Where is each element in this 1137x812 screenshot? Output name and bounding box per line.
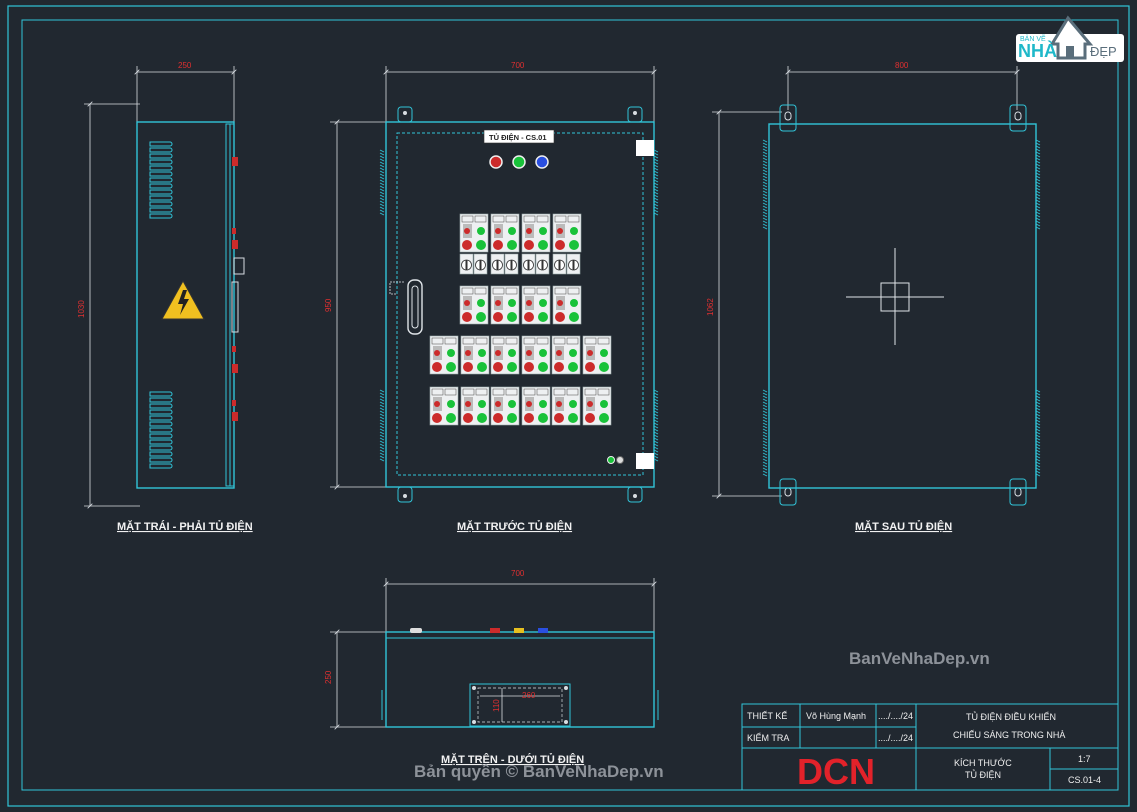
selector-switch [490,253,505,275]
button-pair-module [582,335,612,375]
checker-label: KIỂM TRA [747,732,789,743]
high-voltage-warning-icon [161,279,205,320]
button-pair-module [582,386,612,426]
project-line1: TỦ ĐIỆN ĐIỀU KHIỂN [966,711,1056,722]
nameplate-text: TỦ ĐIỆN - CS.01 [489,133,547,142]
pilot-light-red [489,155,503,169]
side-view-title: MẶT TRÁI - PHẢI TỦ ĐIỆN [117,520,253,533]
pilot-light-green [512,155,526,169]
side-louvres [379,149,659,462]
button-pair-module [490,386,520,426]
selector-switch [521,253,536,275]
back-view-title: MẶT SAU TỦ ĐIỆN [855,520,952,533]
button-pair-module [552,285,582,325]
selector-switch [459,253,474,275]
top-view: 700 250 260 110 MẶT TRÊN - DƯỚI TỦ ĐIỆN [324,569,659,766]
front-view: 700 950 TỦ ĐIỆN - CS.01 [324,61,659,533]
side-width-dim: 250 [178,61,192,70]
outer-frame [7,5,1130,807]
button-pair-module [521,285,551,325]
site-logo: BẢN VẼ NHÀ ĐẸP [1016,15,1124,62]
back-height-dim: 1062 [706,298,715,316]
side-view: 250 1030 MẶT TRÁI - PHẢI TỦ ĐIỆN [77,61,253,533]
title-block: THIẾT KẾ Võ Hùng Mạnh ..../..../24 KIỂM … [741,703,1119,792]
control-module-grid [429,213,612,426]
button-pair-module [459,213,489,253]
top-louvres [381,690,659,720]
front-height-dim: 950 [324,298,333,312]
button-pair-module [460,386,490,426]
selector-switch [552,253,567,275]
logo-side: ĐẸP [1090,44,1117,59]
selector-switch [566,253,581,275]
back-louvres [762,139,1041,477]
company-logo: DCN [797,751,875,792]
button-pair-module [490,335,520,375]
side-height-dim: 1030 [77,300,86,318]
logo-top: BẢN VẼ [1020,34,1046,43]
project-line2: CHIẾU SÁNG TRONG NHÀ [953,730,1065,740]
pilot-light-blue [535,155,549,169]
button-pair-module [521,213,551,253]
button-pair-module [429,335,459,375]
watermark-site: BanVeNhaDep.vn [849,649,990,668]
designer-name: Võ Hùng Mạnh [806,711,866,721]
door-handle-icon [389,279,423,335]
inner-frame [21,19,1119,791]
front-width-dim: 700 [511,61,525,70]
button-pair-module [521,335,551,375]
top-width-dim: 700 [511,569,525,578]
top-height-dim: 250 [324,670,333,684]
button-pair-module [551,335,581,375]
button-pair-module [460,335,490,375]
house-icon [1049,15,1094,60]
scale-value: 1:7 [1078,754,1091,764]
selector-switch [504,253,519,275]
designer-date: ..../..../24 [878,711,913,721]
button-pair-module [521,386,551,426]
vent-slots-top [149,141,173,219]
back-width-dim: 800 [895,61,909,70]
drawing-line2: TỦ ĐIỆN [965,769,1001,780]
checker-date: ..../..../24 [878,733,913,743]
front-view-title: MẶT TRƯỚC TỦ ĐIỆN [457,520,572,533]
gland-height-dim: 110 [492,699,501,712]
vent-slots-bottom [149,391,173,469]
sheet-number: CS.01-4 [1068,775,1101,785]
logo-main: NHÀ [1018,40,1057,61]
gland-width-dim: 260 [522,691,536,700]
watermark-copyright: Bản quyền © BanVeNhaDep.vn [414,762,664,781]
button-pair-module [552,213,582,253]
button-pair-module [459,285,489,325]
selector-switch [473,253,488,275]
back-view: 800 1062 MẶT SAU TỦ ĐIỆN [706,61,1041,533]
selector-switch [535,253,550,275]
button-pair-module [429,386,459,426]
button-pair-module [490,213,520,253]
top-view-title: MẶT TRÊN - DƯỚI TỦ ĐIỆN [441,753,584,766]
button-pair-module [490,285,520,325]
drawing-line1: KÍCH THƯỚC [954,758,1012,768]
button-pair-module [551,386,581,426]
designer-label: THIẾT KẾ [747,711,787,721]
